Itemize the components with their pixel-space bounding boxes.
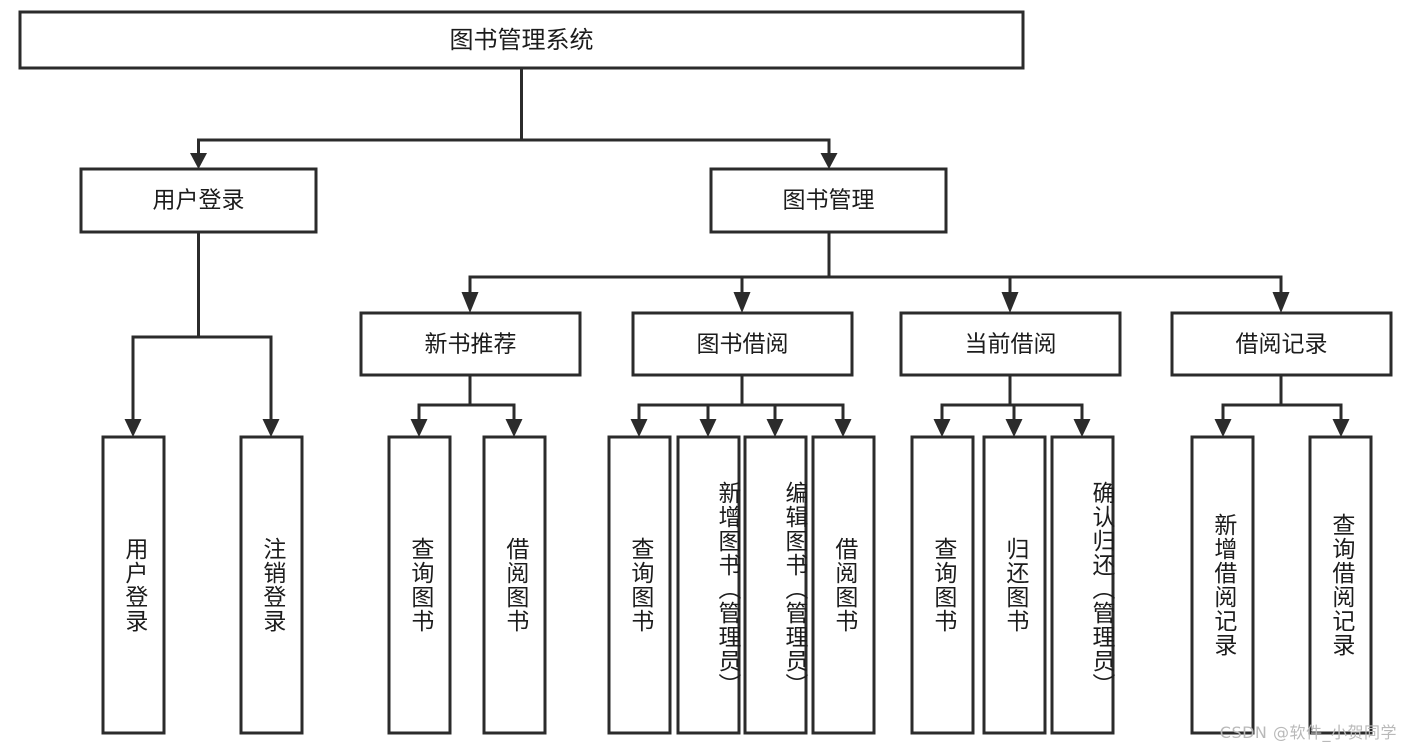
arrowhead-bookborrow-leaf-1	[630, 419, 648, 437]
connector-group-bookborrow	[630, 373, 852, 437]
node-book-manage-label: 图书管理	[783, 188, 875, 214]
connector-group-newbook	[410, 373, 523, 437]
node-new-book-recommend-label: 新书推荐	[425, 332, 517, 358]
arrowhead-root-to-bookmanage	[820, 153, 838, 169]
arrowhead-bookborrow-leaf-2	[699, 419, 717, 437]
leaf-box-add-book-admin[interactable]	[676, 435, 741, 735]
node-root-box[interactable]	[18, 10, 1025, 70]
node-borrow-record-label: 借阅记录	[1236, 332, 1328, 358]
arrowhead-userlogin-leaf-2	[262, 419, 280, 437]
leaf-box-edit-book-admin[interactable]	[743, 435, 808, 735]
leaf-box-add-borrow-record[interactable]	[1190, 435, 1255, 735]
node-book-borrow-box[interactable]	[631, 311, 854, 377]
leaf-box-query-book-3[interactable]	[910, 435, 975, 735]
arrowhead-userlogin-leaf-1	[124, 419, 142, 437]
arrowhead-bookborrow-leaf-3	[766, 419, 784, 437]
leaf-box-query-book-2[interactable]	[607, 435, 672, 735]
leaf-box-logout-login[interactable]	[239, 435, 304, 735]
arrowhead-bookmanage-child-4	[1272, 292, 1290, 313]
leaf-box-borrow-book-2[interactable]	[811, 435, 876, 735]
arrowhead-currentborrow-leaf-3	[1073, 419, 1091, 437]
node-book-borrow-label: 图书借阅	[697, 332, 789, 358]
connector-group-currentborrow	[933, 373, 1091, 437]
node-user-login-box[interactable]	[79, 167, 318, 234]
arrowhead-currentborrow-leaf-2	[1005, 419, 1023, 437]
arrowhead-bookmanage-child-2	[733, 292, 751, 313]
connector-group-borrowrecord	[1214, 373, 1350, 437]
arrowhead-bookmanage-child-3	[1001, 292, 1019, 313]
node-user-login-label: 用户登录	[153, 188, 245, 214]
leaf-box-user-login[interactable]	[101, 435, 166, 735]
connector-group-root	[190, 66, 838, 169]
node-book-manage-box[interactable]	[709, 167, 948, 234]
node-borrow-record-box[interactable]	[1170, 311, 1393, 377]
leaf-box-confirm-return-admin[interactable]	[1050, 435, 1115, 735]
arrowhead-newbook-leaf-1	[410, 419, 428, 437]
csdn-watermark: CSDN @软件_小贺同学	[1219, 723, 1397, 742]
arrowhead-bookmanage-child-1	[461, 292, 479, 313]
node-new-book-recommend-box[interactable]	[359, 311, 582, 377]
arrowhead-currentborrow-leaf-1	[933, 419, 951, 437]
connector-group-bookmanage	[461, 230, 1290, 313]
connector-group-userlogin	[124, 230, 280, 437]
leaf-box-borrow-book-1[interactable]	[482, 435, 547, 735]
arrowhead-root-to-userlogin	[190, 153, 207, 169]
leaf-box-query-borrow-record[interactable]	[1308, 435, 1373, 735]
arrowhead-borrowrecord-leaf-2	[1332, 419, 1350, 437]
node-current-borrow-box[interactable]	[899, 311, 1122, 377]
leaf-box-query-book-1[interactable]	[387, 435, 452, 735]
node-root-label: 图书管理系统	[450, 26, 594, 54]
arrowhead-bookborrow-leaf-4	[834, 419, 852, 437]
leaf-box-return-book[interactable]	[982, 435, 1047, 735]
arrowhead-newbook-leaf-2	[505, 419, 523, 437]
arrowhead-borrowrecord-leaf-1	[1214, 419, 1232, 437]
node-current-borrow-label: 当前借阅	[965, 332, 1057, 358]
